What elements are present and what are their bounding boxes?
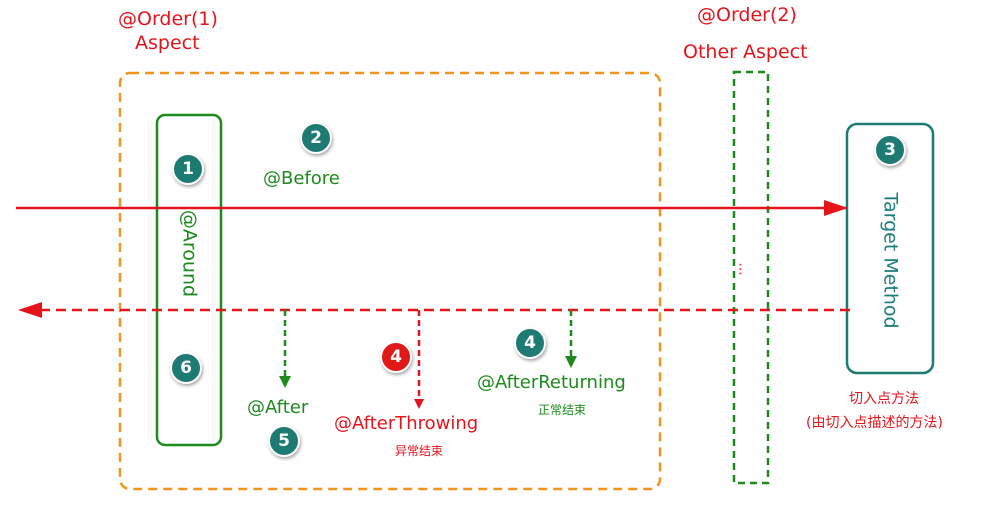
after-throwing-note: 异常结束 xyxy=(395,444,444,458)
other-aspect-container xyxy=(732,70,770,485)
other-aspect-ellipsis: ... xyxy=(735,262,752,276)
aspect-container xyxy=(118,71,662,491)
after-throwing-label: @AfterThrowing xyxy=(334,413,479,434)
step-1-badge: 1 xyxy=(172,153,204,185)
step-2-badge: 2 xyxy=(300,122,332,154)
after-label: @After xyxy=(247,397,309,418)
around-label: @Around xyxy=(178,209,201,298)
after-returning-label: @AfterReturning xyxy=(477,372,626,393)
target-note-1: 切入点方法 xyxy=(849,391,919,407)
aspect-label: Aspect xyxy=(135,32,200,54)
target-note-2: (由切入点描述的方法) xyxy=(806,415,943,431)
other-aspect-label: Other Aspect xyxy=(683,41,808,63)
step-4-throwing-badge: 4 xyxy=(380,341,412,373)
order2-label: @Order(2) xyxy=(697,4,797,26)
before-label: @Before xyxy=(263,168,340,189)
target-method-label: Target Method xyxy=(879,192,902,329)
step-4-returning-badge: 4 xyxy=(514,327,546,359)
step-6-badge: 6 xyxy=(170,352,202,384)
step-3-badge: 3 xyxy=(874,134,906,166)
order1-label: @Order(1) xyxy=(118,8,218,30)
step-5-badge: 5 xyxy=(268,425,300,457)
after-returning-note: 正常结束 xyxy=(538,403,587,417)
target-method-box xyxy=(845,122,935,375)
around-box xyxy=(155,113,223,447)
